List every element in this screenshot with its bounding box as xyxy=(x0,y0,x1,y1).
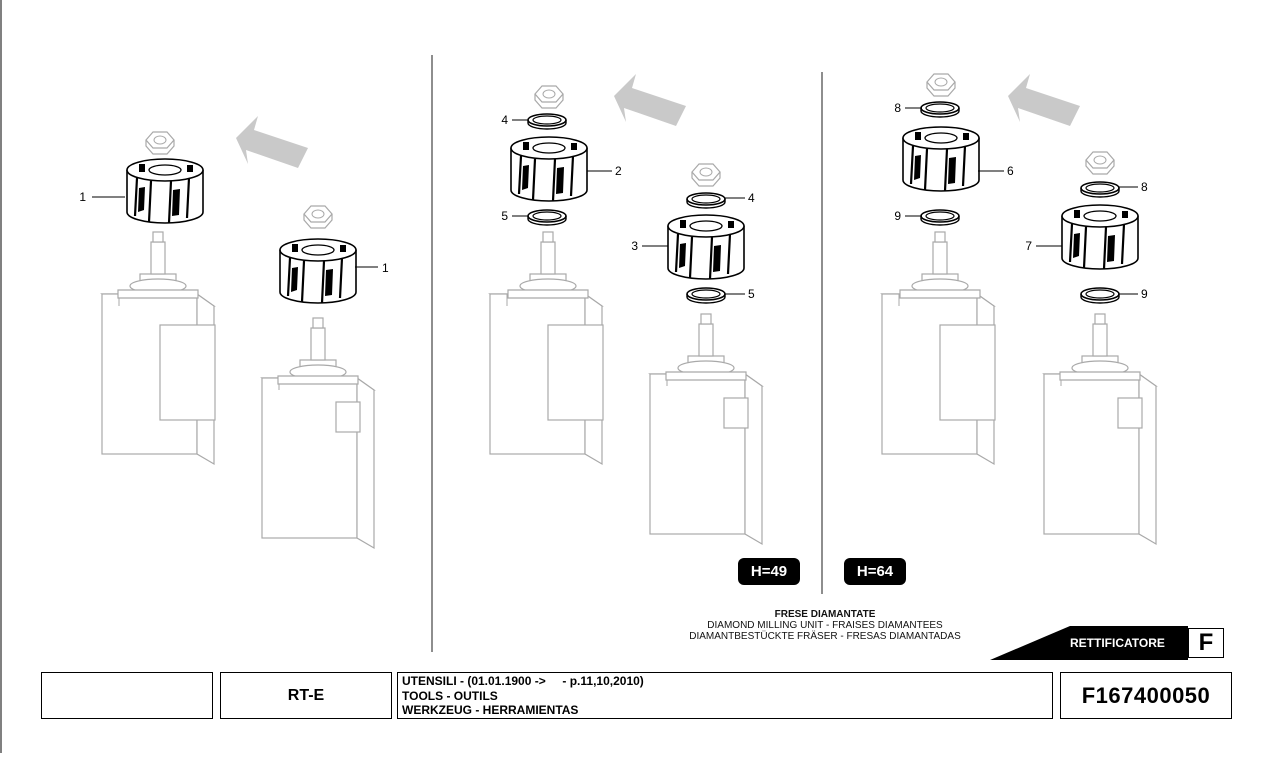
callout-7: 7 xyxy=(1025,239,1032,253)
callout-5: 5 xyxy=(748,287,755,301)
spacer-ring xyxy=(1080,181,1120,198)
height-badge-49: H=49 xyxy=(738,558,800,585)
cutter-head xyxy=(509,135,589,203)
callout-6: 6 xyxy=(1007,164,1014,178)
title-block-model: RT-E xyxy=(220,672,392,719)
spacer-ring xyxy=(527,209,567,226)
cutter-head xyxy=(125,157,205,225)
callout-5: 5 xyxy=(501,209,508,223)
caption-line: DIAMANTBESTÜCKTE FRÄSER - FRESAS DIAMANT… xyxy=(689,631,961,642)
title-block-description: UTENSILI - (01.01.1900 -> - p.11,10,2010… xyxy=(397,672,1053,719)
callout-8: 8 xyxy=(1141,180,1148,194)
cutter-head xyxy=(278,237,358,305)
description-line: UTENSILI - (01.01.1900 -> - p.11,10,2010… xyxy=(402,674,644,688)
title-block-part-code: F167400050 xyxy=(1060,672,1232,719)
diagram-caption: FRESE DIAMANTATE DIAMOND MILLING UNIT - … xyxy=(640,609,1010,642)
section-label: RETTIFICATORE xyxy=(1070,636,1165,650)
spacer-ring xyxy=(686,192,726,209)
section-banner xyxy=(990,626,1188,660)
direction-arrow xyxy=(614,74,686,126)
callout-9: 9 xyxy=(1141,287,1148,301)
callout-2: 2 xyxy=(615,164,622,178)
spacer-ring xyxy=(527,113,567,130)
caption-title: FRESE DIAMANTATE xyxy=(774,609,876,620)
spacer-ring xyxy=(686,287,726,304)
spacer-ring xyxy=(920,101,960,118)
cutter-head xyxy=(901,125,981,193)
callout-1: 1 xyxy=(79,190,86,204)
title-block-blank-cell xyxy=(41,672,213,719)
section-letter: F xyxy=(1188,628,1224,658)
spacer-ring xyxy=(920,209,960,226)
callout-1: 1 xyxy=(382,261,389,275)
callout-8: 8 xyxy=(894,101,901,115)
direction-arrow xyxy=(236,116,308,168)
callout-9: 9 xyxy=(894,209,901,223)
callout-3: 3 xyxy=(631,239,638,253)
panel-2: 4 2 5 4 3 5 xyxy=(489,74,763,545)
panel-3: 8 6 9 8 7 9 xyxy=(881,73,1157,545)
callout-4: 4 xyxy=(748,191,755,205)
panel-1: 1 1 xyxy=(79,116,389,549)
description-line: WERKZEUG - HERRAMIENTAS xyxy=(402,703,579,717)
direction-arrow xyxy=(1008,74,1080,126)
cutter-head xyxy=(666,213,746,281)
callout-4: 4 xyxy=(501,113,508,127)
height-badge-64: H=64 xyxy=(844,558,906,585)
description-line: TOOLS - OUTILS xyxy=(402,688,498,703)
spacer-ring xyxy=(1080,287,1120,304)
caption-line: DIAMOND MILLING UNIT - FRAISES DIAMANTEE… xyxy=(707,620,943,631)
cutter-head xyxy=(1060,203,1140,271)
